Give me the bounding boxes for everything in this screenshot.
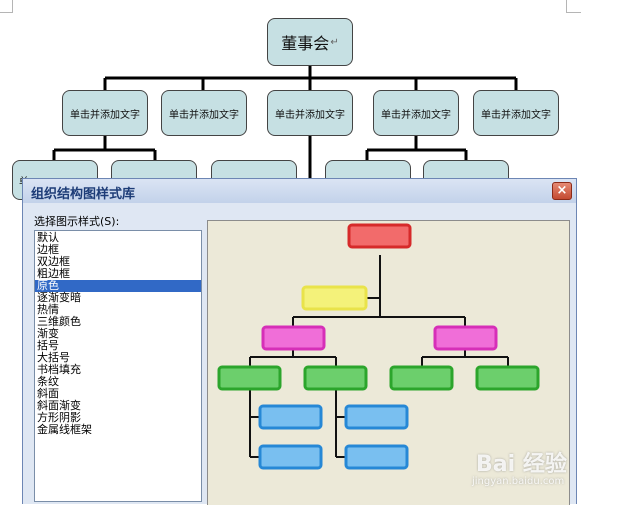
preview-box-level3-right [433, 325, 498, 351]
org-child-label: 单击并添加文字 [169, 109, 239, 121]
style-listbox[interactable]: 默认边框双边框粗边框原色逐渐变暗热情三维颜色渐变括号大括号书档填充条纹斜面斜面渐… [34, 230, 202, 502]
org-chart-style-gallery-dialog: 组织结构图样式库 × 选择图示样式(S): 默认边框双边框粗边框原色逐渐变暗热情… [22, 178, 577, 505]
style-list-item[interactable]: 括号 [37, 339, 59, 352]
preview-box-level4-1 [217, 365, 282, 391]
style-preview-pane [207, 220, 570, 505]
org-child-label: 单击并添加文字 [481, 109, 551, 121]
org-child-box-2[interactable]: 单击并添加文字 [161, 90, 247, 136]
page-corner-mark-left [0, 0, 13, 13]
style-list-item[interactable]: 斜面渐变 [37, 399, 81, 412]
close-icon: × [556, 183, 568, 198]
style-list-item[interactable]: 热情 [37, 303, 59, 316]
style-list-item[interactable]: 书档填充 [37, 363, 81, 376]
org-child-label: 单击并添加文字 [381, 109, 451, 121]
style-preview-diagram [217, 223, 540, 470]
style-list-item[interactable]: 逐渐变暗 [37, 291, 81, 304]
style-list-item[interactable]: 大括号 [37, 351, 70, 364]
preview-connectors [249, 255, 509, 458]
org-child-box-1[interactable]: 单击并添加文字 [62, 90, 148, 136]
org-root-box[interactable]: 董事会↵ [267, 18, 353, 66]
style-list-item[interactable]: 金属线框架 [37, 423, 92, 436]
style-list-item[interactable]: 三维颜色 [37, 315, 81, 328]
preview-box-level5-4 [344, 444, 409, 470]
org-child-box-3[interactable]: 单击并添加文字 [267, 90, 353, 136]
style-list-item[interactable]: 原色 [35, 280, 201, 292]
org-child-box-5[interactable]: 单击并添加文字 [473, 90, 559, 136]
org-child-label: 单击并添加文字 [70, 109, 140, 121]
style-list-label: 选择图示样式(S): [34, 215, 120, 228]
style-list-item[interactable]: 双边框 [37, 255, 70, 268]
dialog-title: 组织结构图样式库 [31, 187, 136, 202]
preview-box-level2 [301, 285, 368, 311]
org-child-box-4[interactable]: 单击并添加文字 [373, 90, 459, 136]
preview-box-level4-3 [389, 365, 454, 391]
baidu-jingyan-watermark: Bai 经验 jingyan.baidu.com [470, 440, 610, 500]
preview-box-level3-left [261, 325, 326, 351]
preview-box-level5-3 [344, 404, 409, 430]
close-button[interactable]: × [552, 182, 572, 200]
style-list-item[interactable]: 渐变 [37, 327, 59, 340]
watermark-url: jingyan.baidu.com [472, 476, 565, 487]
page-corner-mark-right [566, 0, 581, 13]
style-list-item[interactable]: 斜面 [37, 387, 59, 400]
preview-box-level4-4 [475, 365, 540, 391]
dialog-titlebar[interactable]: 组织结构图样式库 × [23, 179, 576, 203]
preview-box-level1 [347, 223, 412, 249]
style-list-item[interactable]: 粗边框 [37, 267, 70, 280]
baidu-logo: Bai 经验 [476, 452, 567, 477]
preview-box-level5-1 [258, 404, 323, 430]
preview-box-level5-2 [258, 444, 323, 470]
org-root-label: 董事会 [281, 34, 330, 53]
style-list-item[interactable]: 方形阴影 [37, 411, 81, 424]
paragraph-mark-icon: ↵ [330, 36, 339, 48]
style-list-item[interactable]: 条纹 [37, 375, 59, 388]
org-child-label: 单击并添加文字 [275, 109, 345, 121]
style-list-item[interactable]: 默认 [37, 231, 59, 244]
preview-box-level4-2 [303, 365, 368, 391]
style-list-item[interactable]: 边框 [37, 243, 59, 256]
